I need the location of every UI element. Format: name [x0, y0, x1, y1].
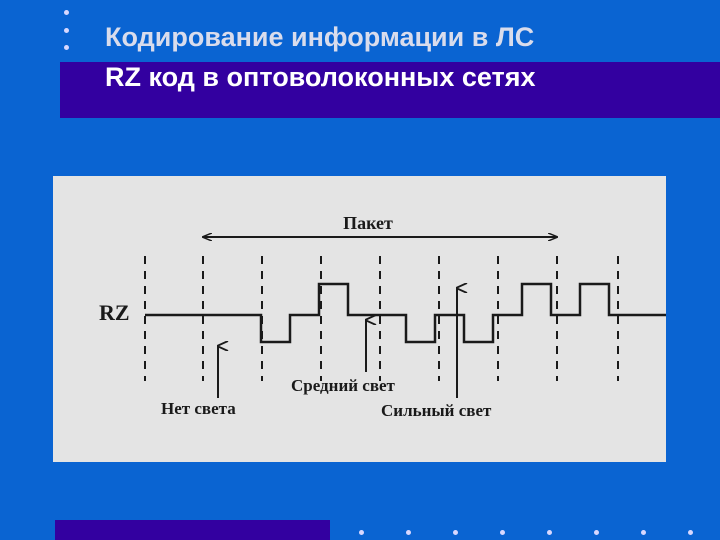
rz-signal-label: RZ [99, 300, 130, 325]
rz-diagram-svg: Пакет RZ Нет света Средний свет Сильный … [99, 213, 666, 420]
slide-subtitle: RZ код в оптоволоконных сетях [105, 62, 536, 92]
packet-label: Пакет [343, 213, 393, 233]
bit-boundaries [144, 256, 619, 381]
decor-dot [641, 530, 646, 535]
rz-signal-waveform [145, 282, 666, 344]
decor-dot [359, 530, 364, 535]
strong-light-label: Сильный свет [381, 401, 492, 420]
medium-light-label: Средний свет [291, 376, 396, 395]
rz-code-figure: Пакет RZ Нет света Средний свет Сильный … [53, 176, 666, 462]
decor-dot [64, 10, 69, 15]
bottom-band [55, 520, 330, 540]
decor-dot [64, 45, 69, 50]
decor-dot [594, 530, 599, 535]
decor-dot [688, 530, 693, 535]
slide-title: Кодирование информации в ЛС [105, 22, 535, 52]
decor-dot [500, 530, 505, 535]
decor-dot [406, 530, 411, 535]
decor-dot [547, 530, 552, 535]
no-light-label: Нет света [161, 399, 236, 418]
decor-dot [453, 530, 458, 535]
title-band [60, 62, 720, 118]
decor-dot [64, 28, 69, 33]
